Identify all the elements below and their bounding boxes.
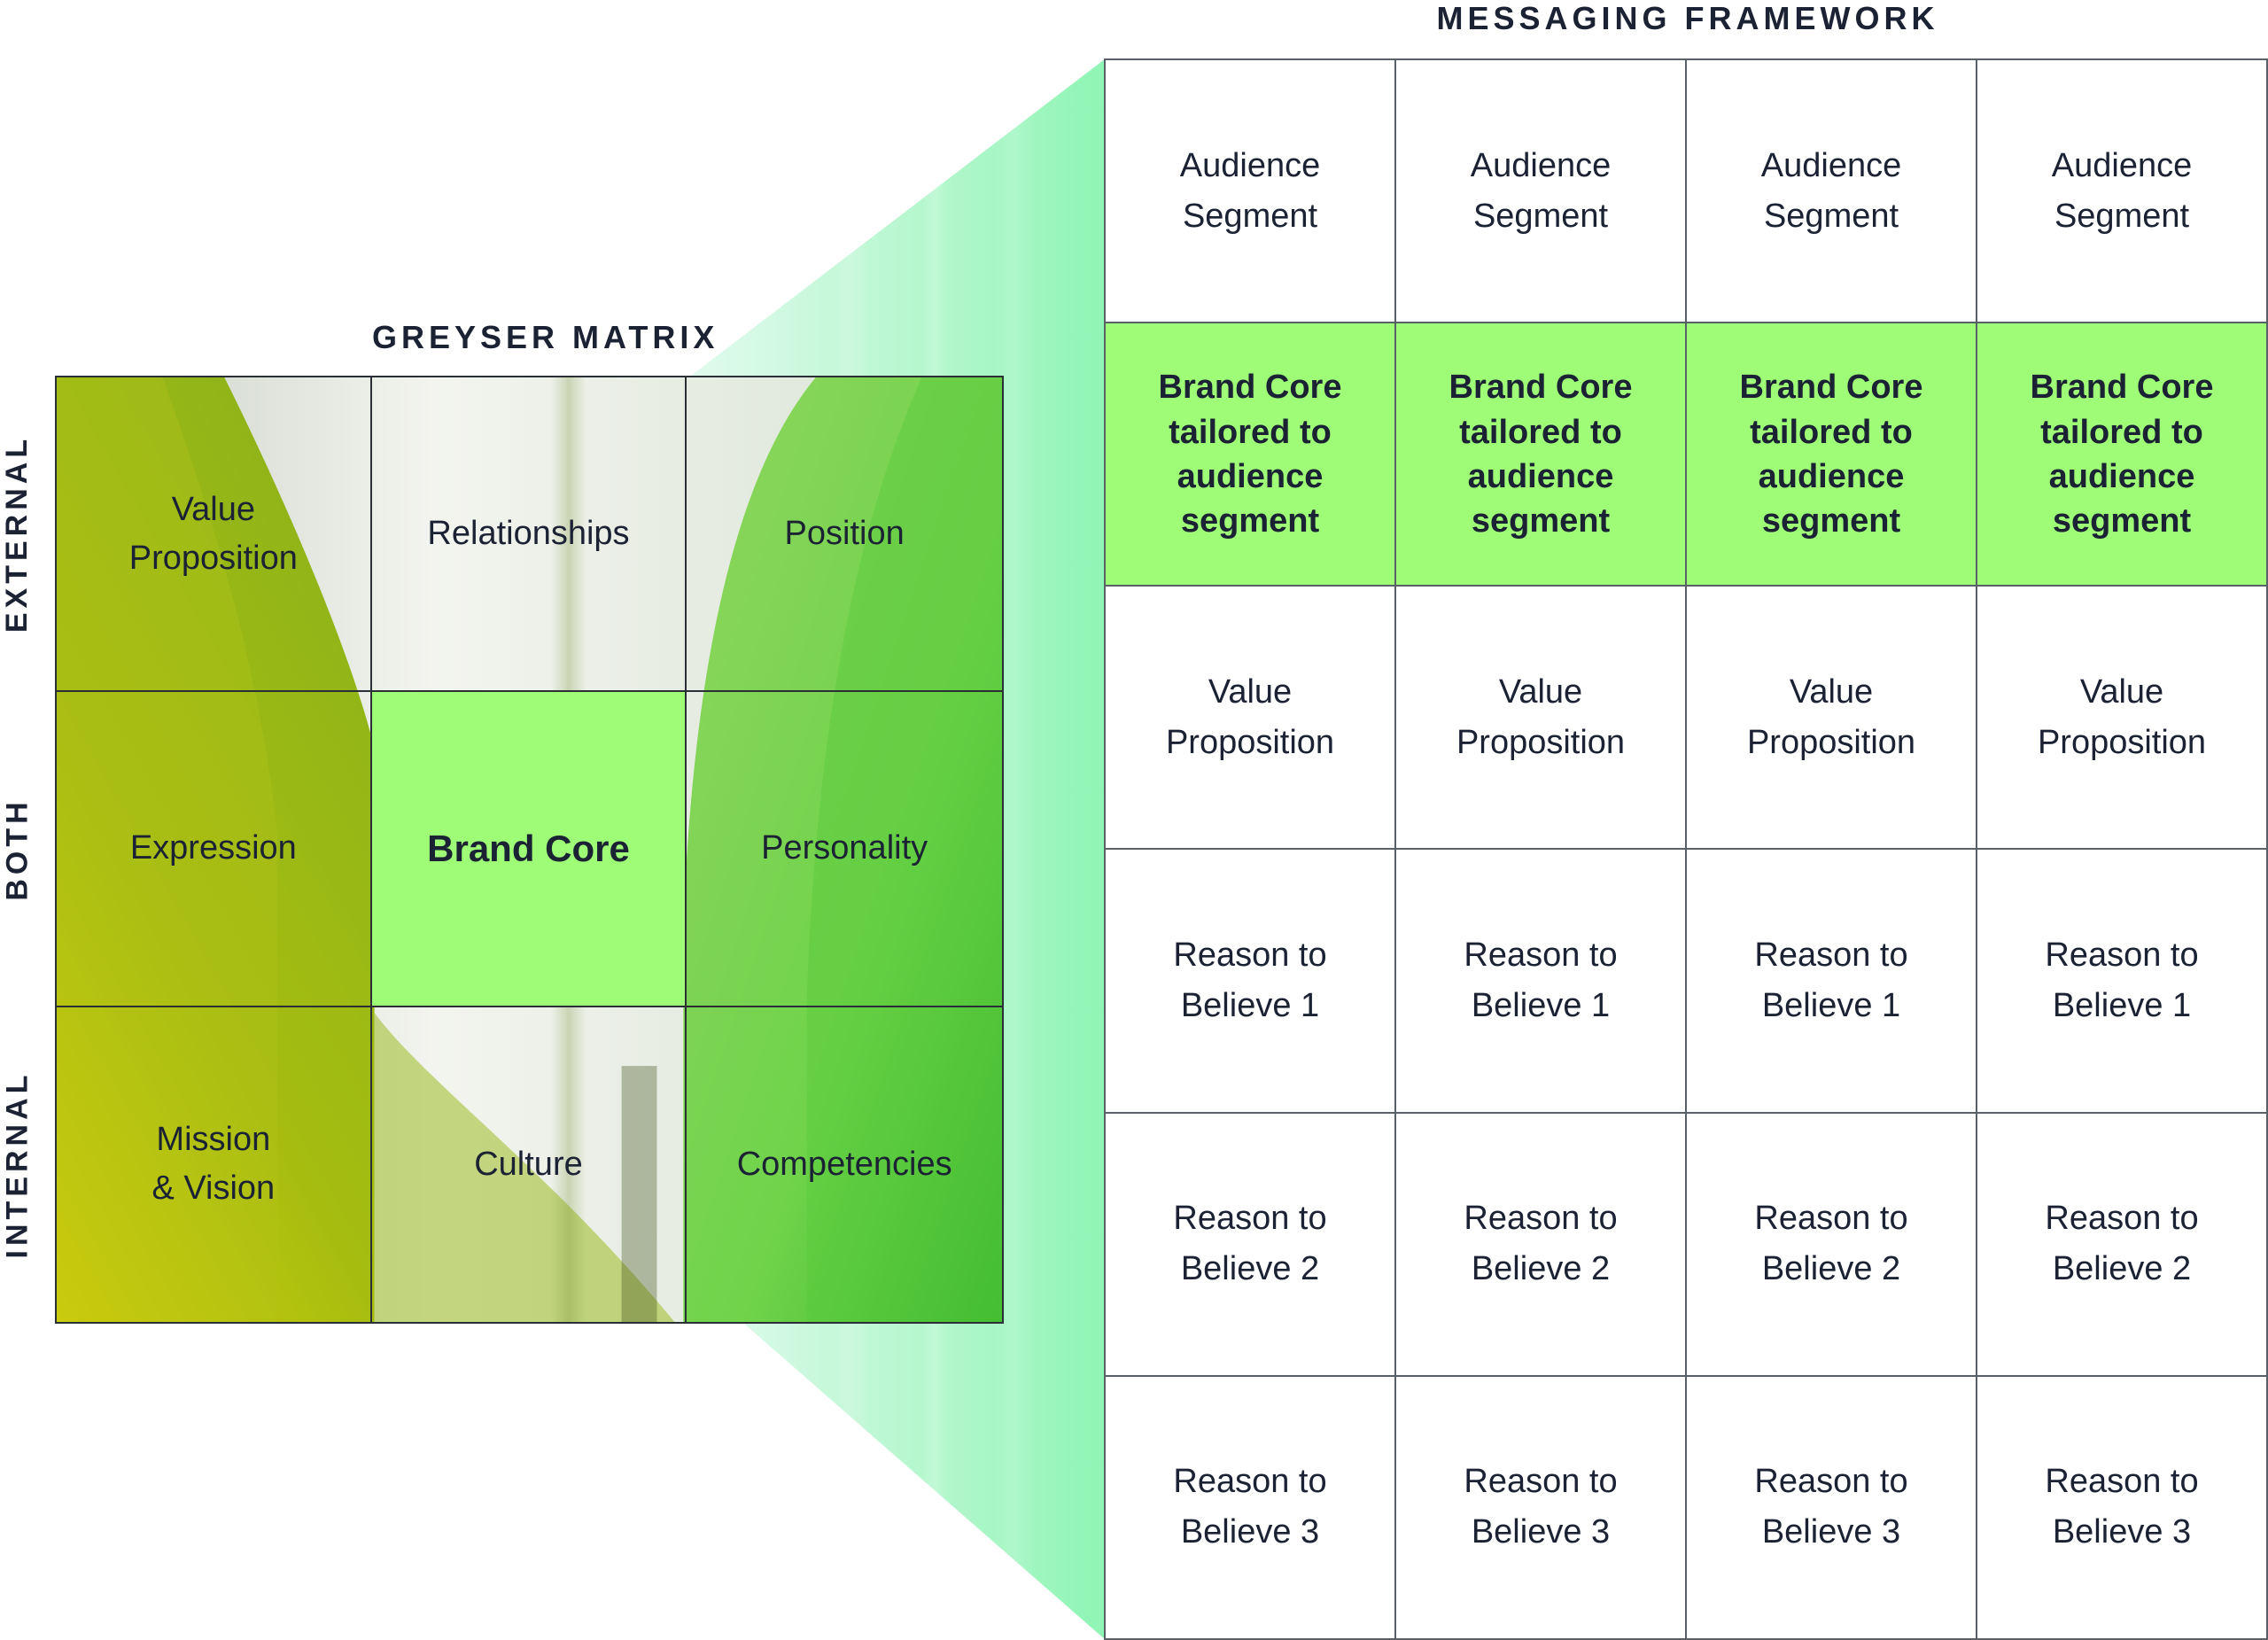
greyser-matrix: Value Proposition Relationships Position… xyxy=(55,376,1004,1324)
framework-cell-reason-to-believe-1: Reason to Believe 1 xyxy=(1977,850,2268,1114)
matrix-cell-relationships: Relationships xyxy=(371,377,687,693)
matrix-cell-value-proposition: Value Proposition xyxy=(57,377,372,693)
framework-cell-reason-to-believe-2: Reason to Believe 2 xyxy=(1396,1113,1687,1377)
matrix-cell-personality: Personality xyxy=(687,692,1002,1007)
framework-cell-reason-to-believe-2: Reason to Believe 2 xyxy=(1687,1113,1977,1377)
framework-cell-reason-to-believe-3: Reason to Believe 3 xyxy=(1977,1376,2268,1640)
framework-cell-reason-to-believe-1: Reason to Believe 1 xyxy=(1396,850,1687,1114)
row-label-internal: INTERNAL xyxy=(0,1070,35,1258)
messaging-framework-title: MESSAGING FRAMEWORK xyxy=(1436,0,1939,36)
framework-cell-reason-to-believe-3: Reason to Believe 3 xyxy=(1687,1376,1977,1640)
framework-cell-reason-to-believe-2: Reason to Believe 2 xyxy=(1106,1113,1396,1377)
framework-cell-reason-to-believe-3: Reason to Believe 3 xyxy=(1396,1376,1687,1640)
matrix-cell-mission-vision: Mission & Vision xyxy=(57,1007,372,1322)
framework-cell-value-proposition: Value Proposition xyxy=(1977,587,2268,851)
row-label-external: EXTERNAL xyxy=(0,434,35,633)
framework-cell-value-proposition: Value Proposition xyxy=(1106,587,1396,851)
messaging-framework-grid: Audience Segment Audience Segment Audien… xyxy=(1104,58,2268,1640)
framework-cell-reason-to-believe-1: Reason to Believe 1 xyxy=(1106,850,1396,1114)
row-label-both: BOTH xyxy=(0,797,35,901)
framework-cell-brand-core: Brand Core tailored to audience segment xyxy=(1687,323,1977,587)
framework-cell-brand-core: Brand Core tailored to audience segment xyxy=(1396,323,1687,587)
framework-cell-value-proposition: Value Proposition xyxy=(1396,587,1687,851)
framework-cell-value-proposition: Value Proposition xyxy=(1687,587,1977,851)
matrix-cell-brand-core: Brand Core xyxy=(371,692,687,1007)
framework-cell-reason-to-believe-1: Reason to Believe 1 xyxy=(1687,850,1977,1114)
framework-cell-audience-segment: Audience Segment xyxy=(1977,60,2268,324)
framework-cell-reason-to-believe-2: Reason to Believe 2 xyxy=(1977,1113,2268,1377)
greyser-matrix-title: GREYSER MATRIX xyxy=(372,319,719,355)
matrix-cell-culture: Culture xyxy=(372,1007,687,1322)
matrix-cell-position: Position xyxy=(687,377,1002,693)
framework-cell-audience-segment: Audience Segment xyxy=(1396,60,1687,324)
framework-cell-brand-core: Brand Core tailored to audience segment xyxy=(1106,323,1396,587)
framework-cell-audience-segment: Audience Segment xyxy=(1106,60,1396,324)
matrix-cell-competencies: Competencies xyxy=(736,1145,952,1183)
framework-cell-audience-segment: Audience Segment xyxy=(1687,60,1977,324)
matrix-cell-expression: Expression xyxy=(57,692,372,1007)
framework-cell-reason-to-believe-3: Reason to Believe 3 xyxy=(1106,1376,1396,1640)
framework-cell-brand-core: Brand Core tailored to audience segment xyxy=(1977,323,2268,587)
